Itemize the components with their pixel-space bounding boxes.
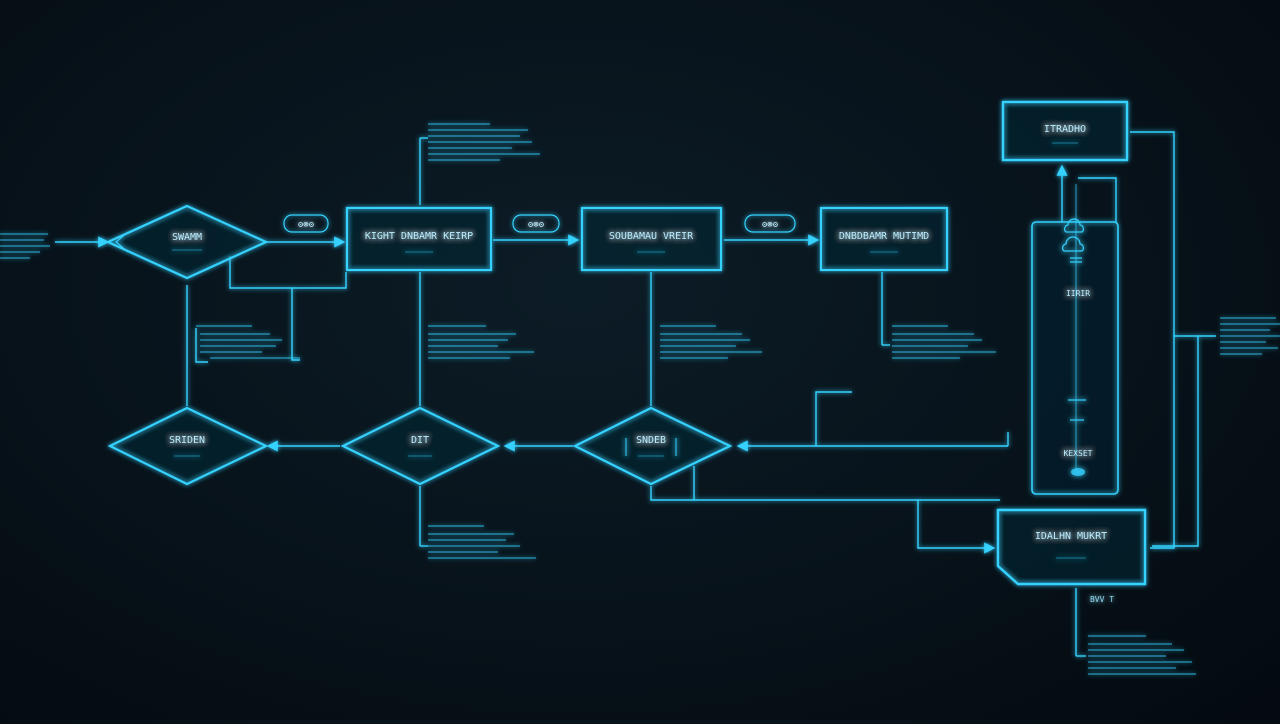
- node-box-top-right[interactable]: ITRADHO: [1001, 100, 1129, 162]
- note-mid-3: [660, 325, 762, 359]
- node-box-2[interactable]: SOUBAMAU VREIR: [580, 206, 723, 272]
- connector-glyph-2-text: ʘ⊗ʘ: [528, 220, 544, 230]
- connector-glyph-1: ʘ⊗ʘ: [283, 214, 329, 233]
- note-blocks: [0, 123, 1280, 675]
- note-right: [1220, 317, 1280, 355]
- cloud-icon: [1062, 218, 1084, 263]
- connector-lines: [55, 131, 1216, 657]
- line-bottom-box-right: [1152, 336, 1199, 547]
- note-entry: [0, 233, 50, 259]
- box-1-label: KIGHT DNBAMR KEIRP: [365, 231, 473, 242]
- branch-start-box1: [229, 256, 347, 289]
- diamond-bottom-2-label: DIT: [411, 435, 429, 446]
- bottom-right-caption: BVV T: [1090, 595, 1114, 604]
- line-top-box-right: [1130, 131, 1175, 549]
- note-mid-4: [892, 325, 996, 359]
- line-panel-top-right: [1078, 177, 1117, 222]
- note-mid-1: [196, 325, 300, 359]
- connector-glyph-2: ʘ⊗ʘ: [512, 214, 560, 233]
- connector-glyph-3: ʘ⊗ʘ: [744, 214, 796, 233]
- node-box-1[interactable]: KIGHT DNBAMR KEIRP: [345, 206, 493, 272]
- stub-note-1b: [291, 288, 300, 361]
- side-panel[interactable]: IIRIR KEXSET: [1031, 184, 1119, 495]
- panel-label-bottom: KEXSET: [1064, 449, 1093, 458]
- node-diamond-bottom-1[interactable]: SRIDEN: [107, 406, 269, 486]
- box-3-label: DNBDBAMR MUTIMD: [839, 231, 929, 242]
- node-diamond-bottom-2[interactable]: DIT: [340, 406, 501, 486]
- node-box-3[interactable]: DNBDBAMR MUTIMD: [819, 206, 949, 272]
- line-d3-to-bottom-box: [650, 486, 1000, 501]
- node-diamond-bottom-3[interactable]: SNDEB: [572, 406, 733, 486]
- diamond-start-label: SWAMM: [172, 232, 202, 243]
- note-top: [428, 123, 540, 161]
- box-bottom-right-label: IDALHN MUKRT: [1035, 531, 1107, 542]
- node-diamond-start[interactable]: SWAMM: [105, 204, 269, 280]
- connector-glyph-1-text: ʘ⊗ʘ: [298, 220, 314, 230]
- diamond-bottom-1-label: SRIDEN: [169, 435, 205, 446]
- diamond-bottom-3-label: SNDEB: [636, 435, 666, 446]
- box-2-label: SOUBAMAU VREIR: [609, 231, 694, 242]
- status-light-icon: [1071, 468, 1085, 476]
- connector-glyph-3-text: ʘ⊗ʘ: [762, 220, 778, 230]
- panel-label-mid: IIRIR: [1066, 289, 1090, 298]
- box-top-right-label: ITRADHO: [1044, 124, 1086, 135]
- note-mid-2: [428, 325, 534, 359]
- node-box-bottom-right[interactable]: IDALHN MUKRT: [996, 508, 1147, 586]
- stub-mid-branch: [815, 391, 852, 446]
- note-bottom-right: [1088, 635, 1196, 675]
- arrow-into-bottom-box: [917, 500, 996, 554]
- stub-note-1: [195, 328, 208, 363]
- note-bottom: [428, 525, 536, 559]
